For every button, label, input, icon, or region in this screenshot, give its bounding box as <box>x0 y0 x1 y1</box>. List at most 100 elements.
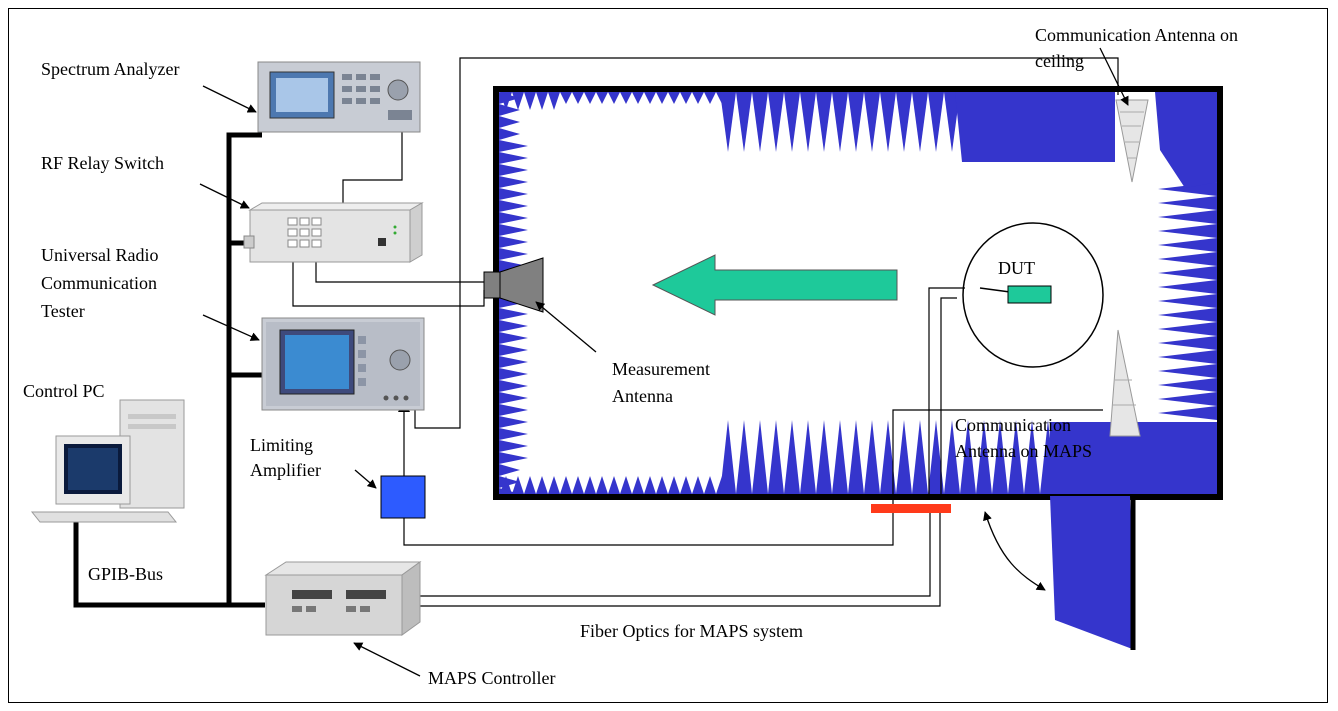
absorber-cone <box>912 420 928 494</box>
absorber-cone <box>499 104 520 116</box>
absorber-cone <box>608 476 620 494</box>
rf-relay-switch-icon <box>243 202 424 263</box>
absorber-cone <box>499 140 528 152</box>
absorber-cone <box>668 92 680 104</box>
absorber-cone <box>896 92 912 152</box>
absorber-cone <box>816 420 832 494</box>
absorber-cone <box>499 440 528 452</box>
absorber-cone <box>499 332 528 344</box>
absorber-cone <box>1158 378 1217 392</box>
dut-device <box>1007 285 1052 304</box>
label-maps-controller: MAPS Controller <box>428 668 556 688</box>
label-fiber-optics: Fiber Optics for MAPS system <box>580 621 804 641</box>
absorber-cone <box>596 476 608 494</box>
absorber-cone <box>800 420 816 494</box>
absorber-cone <box>692 476 704 494</box>
label-measurement-antenna-2: Antenna <box>612 386 673 406</box>
absorber-cone <box>992 420 1008 494</box>
absorber-cone <box>499 320 528 332</box>
absorber-cone <box>499 380 528 392</box>
label-comm-antenna-ceiling-1: Communication Antenna on <box>1035 25 1238 45</box>
absorber-cone <box>768 92 784 152</box>
absorber-cone <box>656 92 668 104</box>
absorber-cone <box>1158 224 1217 238</box>
absorber-cone <box>692 92 704 104</box>
absorber-cone <box>632 92 644 104</box>
absorber-cone <box>1158 266 1217 280</box>
label-comm-antenna-maps-2: Antenna on MAPS <box>955 441 1093 461</box>
rf-cables <box>292 57 1119 607</box>
absorber-cone <box>880 420 896 494</box>
label-measurement-antenna-1: Measurement <box>612 359 710 379</box>
absorber-cone <box>499 152 528 164</box>
absorber-cone <box>1158 196 1217 210</box>
absorber-cone <box>536 92 548 110</box>
urct-icon <box>261 317 425 411</box>
maps-controller-icon <box>264 561 422 636</box>
absorber-cone <box>928 92 944 152</box>
absorber-cone <box>1158 294 1217 308</box>
absorber-cone <box>816 92 832 152</box>
absorber-block-bottom <box>1050 422 1218 494</box>
absorber-cone <box>752 92 768 152</box>
absorber-cone <box>499 404 528 416</box>
absorber-cone <box>499 116 520 128</box>
absorber-cone <box>499 188 528 200</box>
absorber-cone <box>1158 182 1217 196</box>
absorber-cone <box>912 92 928 152</box>
absorber-cone <box>524 476 536 494</box>
pointer-arrows <box>199 47 1129 677</box>
absorber-cone <box>499 260 528 272</box>
maps-support <box>1050 496 1135 650</box>
absorber-cone <box>499 212 528 224</box>
absorber-cone <box>512 92 524 110</box>
label-rf-relay-switch: RF Relay Switch <box>41 153 165 173</box>
absorber-cone <box>832 92 848 152</box>
absorber-cone <box>632 476 644 494</box>
absorber-cone <box>584 476 596 494</box>
absorber-cone <box>1158 210 1217 224</box>
absorber-cone <box>1158 280 1217 294</box>
absorber-cones <box>499 92 1217 500</box>
absorber-cone <box>680 92 692 104</box>
absorber-cone <box>704 92 716 104</box>
absorber-cone <box>560 92 572 104</box>
absorber-cone <box>596 92 608 104</box>
absorber-cone <box>928 420 944 494</box>
spectrum-analyzer-icon <box>257 61 421 133</box>
absorber-cone <box>976 420 992 494</box>
limiting-amplifier-icon <box>380 475 426 519</box>
absorber-cone <box>499 248 528 260</box>
label-limiting-amplifier-1: Limiting <box>250 435 313 455</box>
absorber-cone <box>800 92 816 152</box>
absorber-cone <box>620 92 632 104</box>
absorber-cone <box>768 420 784 494</box>
absorber-cone <box>499 164 528 176</box>
direction-arrow <box>651 254 898 316</box>
absorber-cone <box>644 476 656 494</box>
absorber-cone <box>848 92 864 152</box>
absorber-cone <box>512 476 524 494</box>
absorber-cone <box>499 224 528 236</box>
absorber-cone <box>499 392 528 404</box>
absorber-cone <box>548 476 560 494</box>
absorber-cone <box>644 92 656 104</box>
absorber-cone <box>668 476 680 494</box>
absorber-cone <box>1158 350 1217 364</box>
absorber-cone <box>680 476 692 494</box>
label-dut: DUT <box>998 258 1035 278</box>
absorber-cone <box>536 476 548 494</box>
absorber-cone <box>704 476 716 494</box>
absorber-cone <box>720 420 736 494</box>
absorber-cone <box>499 356 528 368</box>
absorber-cone <box>499 476 520 488</box>
maps-positioner-bar <box>871 504 951 513</box>
absorber-cone <box>1008 420 1024 494</box>
absorber-cone <box>1158 406 1217 420</box>
absorber-cone <box>864 92 880 152</box>
absorber-cone <box>848 420 864 494</box>
absorber-cone <box>960 420 976 494</box>
absorber-cone <box>572 476 584 494</box>
absorber-cone <box>584 92 596 104</box>
